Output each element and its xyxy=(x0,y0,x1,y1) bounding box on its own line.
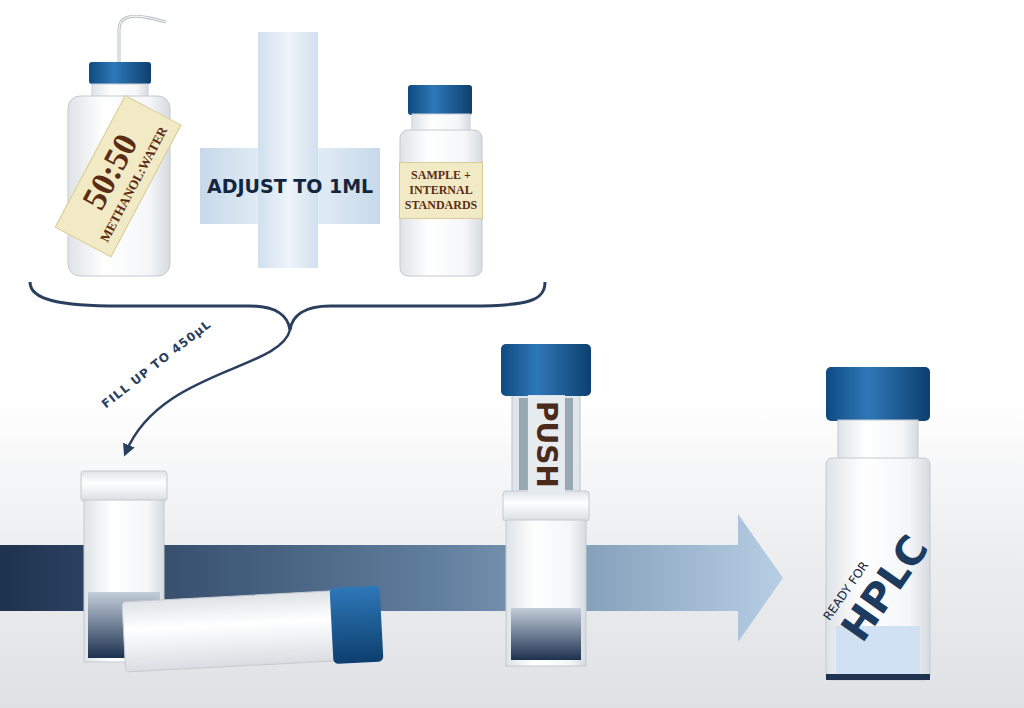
plus-sign xyxy=(200,32,380,268)
brace xyxy=(30,282,545,330)
fill-arrow xyxy=(126,330,290,452)
hplc-label: READY FORHPLC xyxy=(819,517,938,651)
push-plunger: PUSH xyxy=(527,395,564,494)
push-vial xyxy=(501,344,591,666)
sample-vial xyxy=(400,85,482,276)
push-text: PUSH xyxy=(529,401,562,488)
sample-text: SAMPLE + INTERNAL STANDARDS xyxy=(403,168,479,213)
step-instruction: ADJUST TO 1ML xyxy=(203,173,377,199)
solvent-label: 50:50METHANOL:WATER xyxy=(55,95,182,258)
instruction-text: ADJUST TO 1ML xyxy=(207,175,373,197)
filter-plunger-lying xyxy=(122,586,384,675)
sample-label: SAMPLE + INTERNAL STANDARDS xyxy=(399,162,483,219)
fill-volume-label: FILL UP TO 450µL xyxy=(98,317,213,411)
plus-sign-shade xyxy=(258,32,318,268)
